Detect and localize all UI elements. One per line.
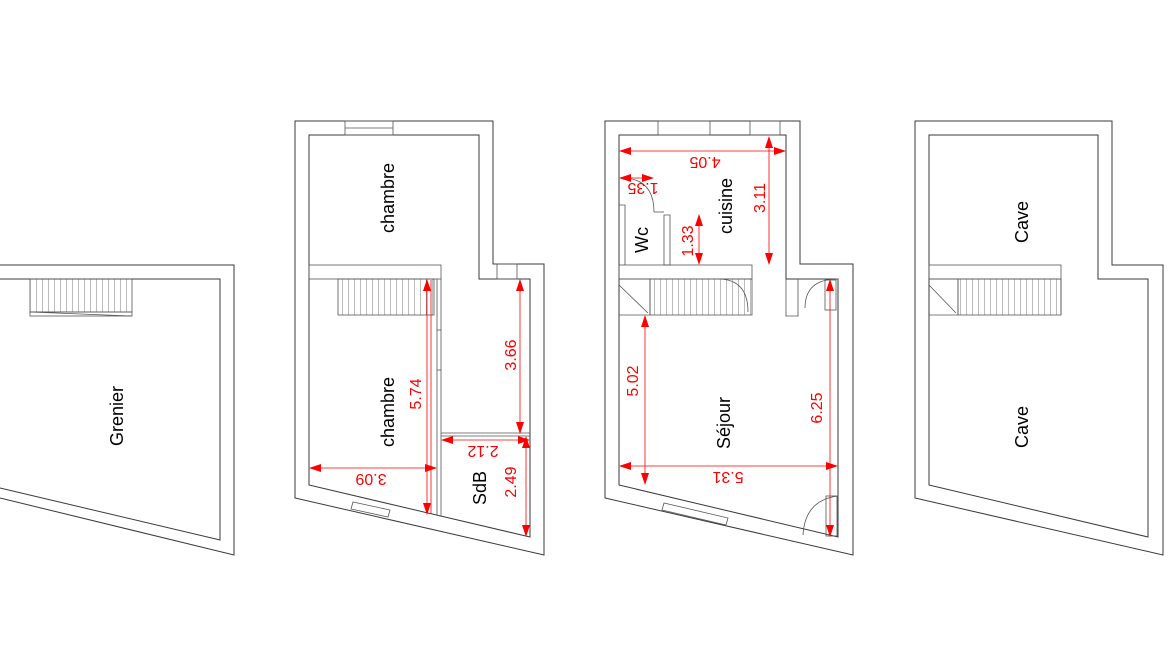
dim-text-366: 3.66	[503, 339, 520, 370]
dim-text-249: 2.49	[503, 466, 520, 497]
room-label-grenier: Grenier	[107, 386, 127, 446]
dim-text-625: 6.25	[809, 392, 826, 423]
dim-text-135: 1.35	[627, 179, 658, 196]
plan-cave: Cave Cave	[914, 120, 1164, 556]
plan-etage: chambre chambre SdB 5.74 3.66 3.09 2.12 …	[294, 120, 545, 556]
dim-text-309: 3.09	[355, 470, 386, 487]
room-label-sejour: Séjour	[714, 397, 734, 449]
dim-text-212: 2.12	[467, 442, 498, 459]
dim-text-531: 5.31	[712, 468, 743, 485]
room-label-wc: Wc	[632, 227, 652, 253]
room-label-cave-top: Cave	[1012, 201, 1032, 243]
dim-text-133: 1.33	[680, 225, 697, 256]
dim-text-574: 5.74	[408, 378, 425, 409]
dim-text-311: 3.11	[752, 183, 769, 213]
room-label-cave-bottom: Cave	[1012, 406, 1032, 448]
dim-text-502: 5.02	[625, 365, 642, 396]
plan-rdc: Wc cuisine Séjour 4.05 1.35 1.33 3.11 5.…	[604, 120, 854, 556]
room-label-chambre-top: chambre	[378, 163, 398, 233]
room-label-chambre-bottom: chambre	[378, 377, 398, 447]
room-label-sdb: SdB	[470, 471, 490, 505]
room-label-cuisine: cuisine	[716, 178, 736, 234]
dim-text-405: 4.05	[689, 153, 720, 170]
plan-grenier: Grenier	[0, 264, 235, 556]
